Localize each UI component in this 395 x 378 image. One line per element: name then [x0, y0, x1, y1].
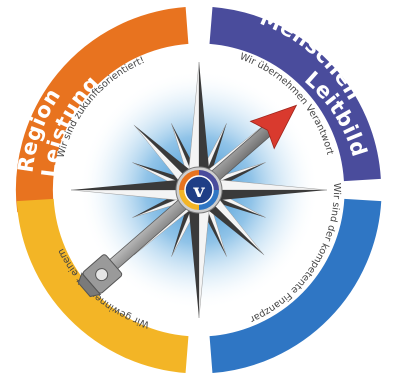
- hub-logo-letter: v: [192, 180, 205, 202]
- compass-hub: v: [176, 167, 222, 213]
